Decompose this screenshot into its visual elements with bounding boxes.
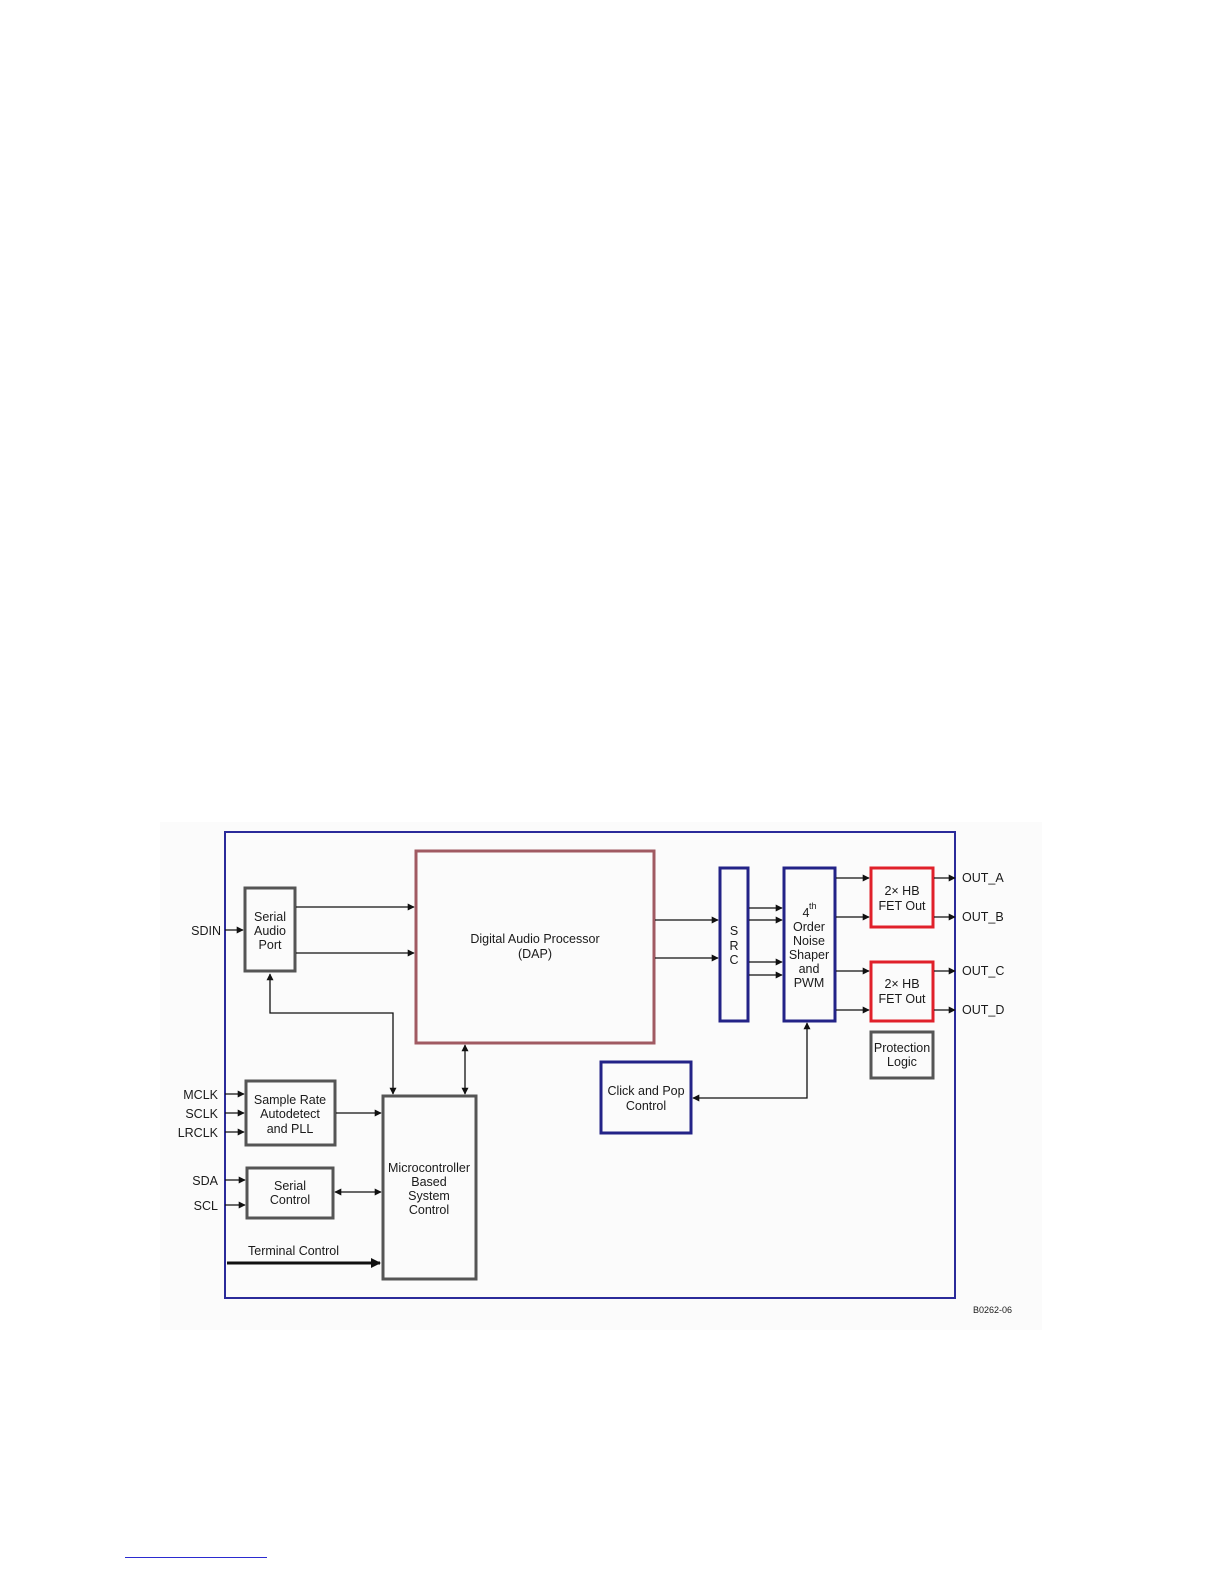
device-frame (224, 831, 956, 1299)
clickpop-ns-link (692, 1022, 811, 1102)
serial-audio-port-label-2: Audio (254, 924, 286, 938)
fet-out-2-label-2: FET Out (878, 992, 926, 1006)
microcontroller-label-3: System (408, 1189, 450, 1203)
serial-control-label-2: Control (270, 1193, 310, 1207)
noise-shaper-label-th: th (809, 901, 817, 911)
src-label-c: C (729, 953, 738, 967)
signal-out-a: OUT_A (962, 871, 1004, 885)
signal-sdin: SDIN (191, 924, 221, 938)
fet-out-block-1: 2× HB FET Out (869, 866, 935, 929)
click-pop-label-2: Control (626, 1099, 666, 1113)
fet-out-1-label-2: FET Out (878, 899, 926, 913)
sample-rate-label-2: Autodetect (260, 1107, 320, 1121)
microcontroller-label-1: Microcontroller (388, 1161, 470, 1175)
signal-sda: SDA (192, 1174, 218, 1188)
src-label-r: R (729, 939, 738, 953)
serial-audio-port-label-1: Serial (254, 910, 286, 924)
signal-terminal-control: Terminal Control (248, 1244, 339, 1258)
src-block: S R C (718, 866, 750, 1023)
protection-logic-block: Protection Logic (869, 1030, 935, 1080)
signal-sclk: SCLK (185, 1107, 218, 1121)
serial-audio-port-label-3: Port (259, 938, 282, 952)
signal-lrclk: LRCLK (178, 1126, 219, 1140)
noise-shaper-label-and: and (799, 962, 820, 976)
sample-rate-label-3: and PLL (267, 1122, 314, 1136)
protection-label-1: Protection (874, 1041, 930, 1055)
noise-shaper-label-shaper: Shaper (789, 948, 829, 962)
sample-rate-label-1: Sample Rate (254, 1093, 326, 1107)
sap-mcu-link (266, 973, 397, 1095)
noise-shaper-label-order: Order (793, 920, 825, 934)
click-pop-label-1: Click and Pop (607, 1084, 684, 1098)
signal-out-b: OUT_B (962, 910, 1004, 924)
dap-label-2: (DAP) (518, 947, 552, 961)
serial-control-block: Serial Control (245, 1166, 335, 1220)
noise-shaper-label-pwm: PWM (794, 976, 825, 990)
noise-shaper-label-4: 4 (803, 906, 810, 920)
microcontroller-block: Microcontroller Based System Control (381, 1094, 478, 1281)
signal-out-c: OUT_C (962, 964, 1004, 978)
dap-block: Digital Audio Processor (DAP) (414, 849, 656, 1045)
noise-shaper-label-noise: Noise (793, 934, 825, 948)
fet-out-2-label-1: 2× HB (884, 977, 919, 991)
noise-shaper-pwm-block: 4 th Order Noise Shaper and PWM (782, 866, 837, 1023)
fet-out-1-label-1: 2× HB (884, 884, 919, 898)
click-pop-control-block: Click and Pop Control (599, 1060, 693, 1135)
microcontroller-label-4: Control (409, 1203, 449, 1217)
microcontroller-label-2: Based (411, 1175, 446, 1189)
signal-mclk: MCLK (183, 1088, 218, 1102)
serial-audio-port-block: Serial Audio Port (243, 886, 297, 973)
signal-scl: SCL (194, 1199, 218, 1213)
connectors (225, 874, 956, 1268)
src-label-s: S (730, 924, 738, 938)
serial-control-label-1: Serial (274, 1179, 306, 1193)
figure-id: B0262-06 (973, 1305, 1012, 1315)
signal-out-d: OUT_D (962, 1003, 1004, 1017)
fet-out-block-2: 2× HB FET Out (869, 960, 935, 1023)
footnote-rule (125, 1557, 267, 1558)
dap-label-1: Digital Audio Processor (470, 932, 599, 946)
protection-label-2: Logic (887, 1055, 917, 1069)
